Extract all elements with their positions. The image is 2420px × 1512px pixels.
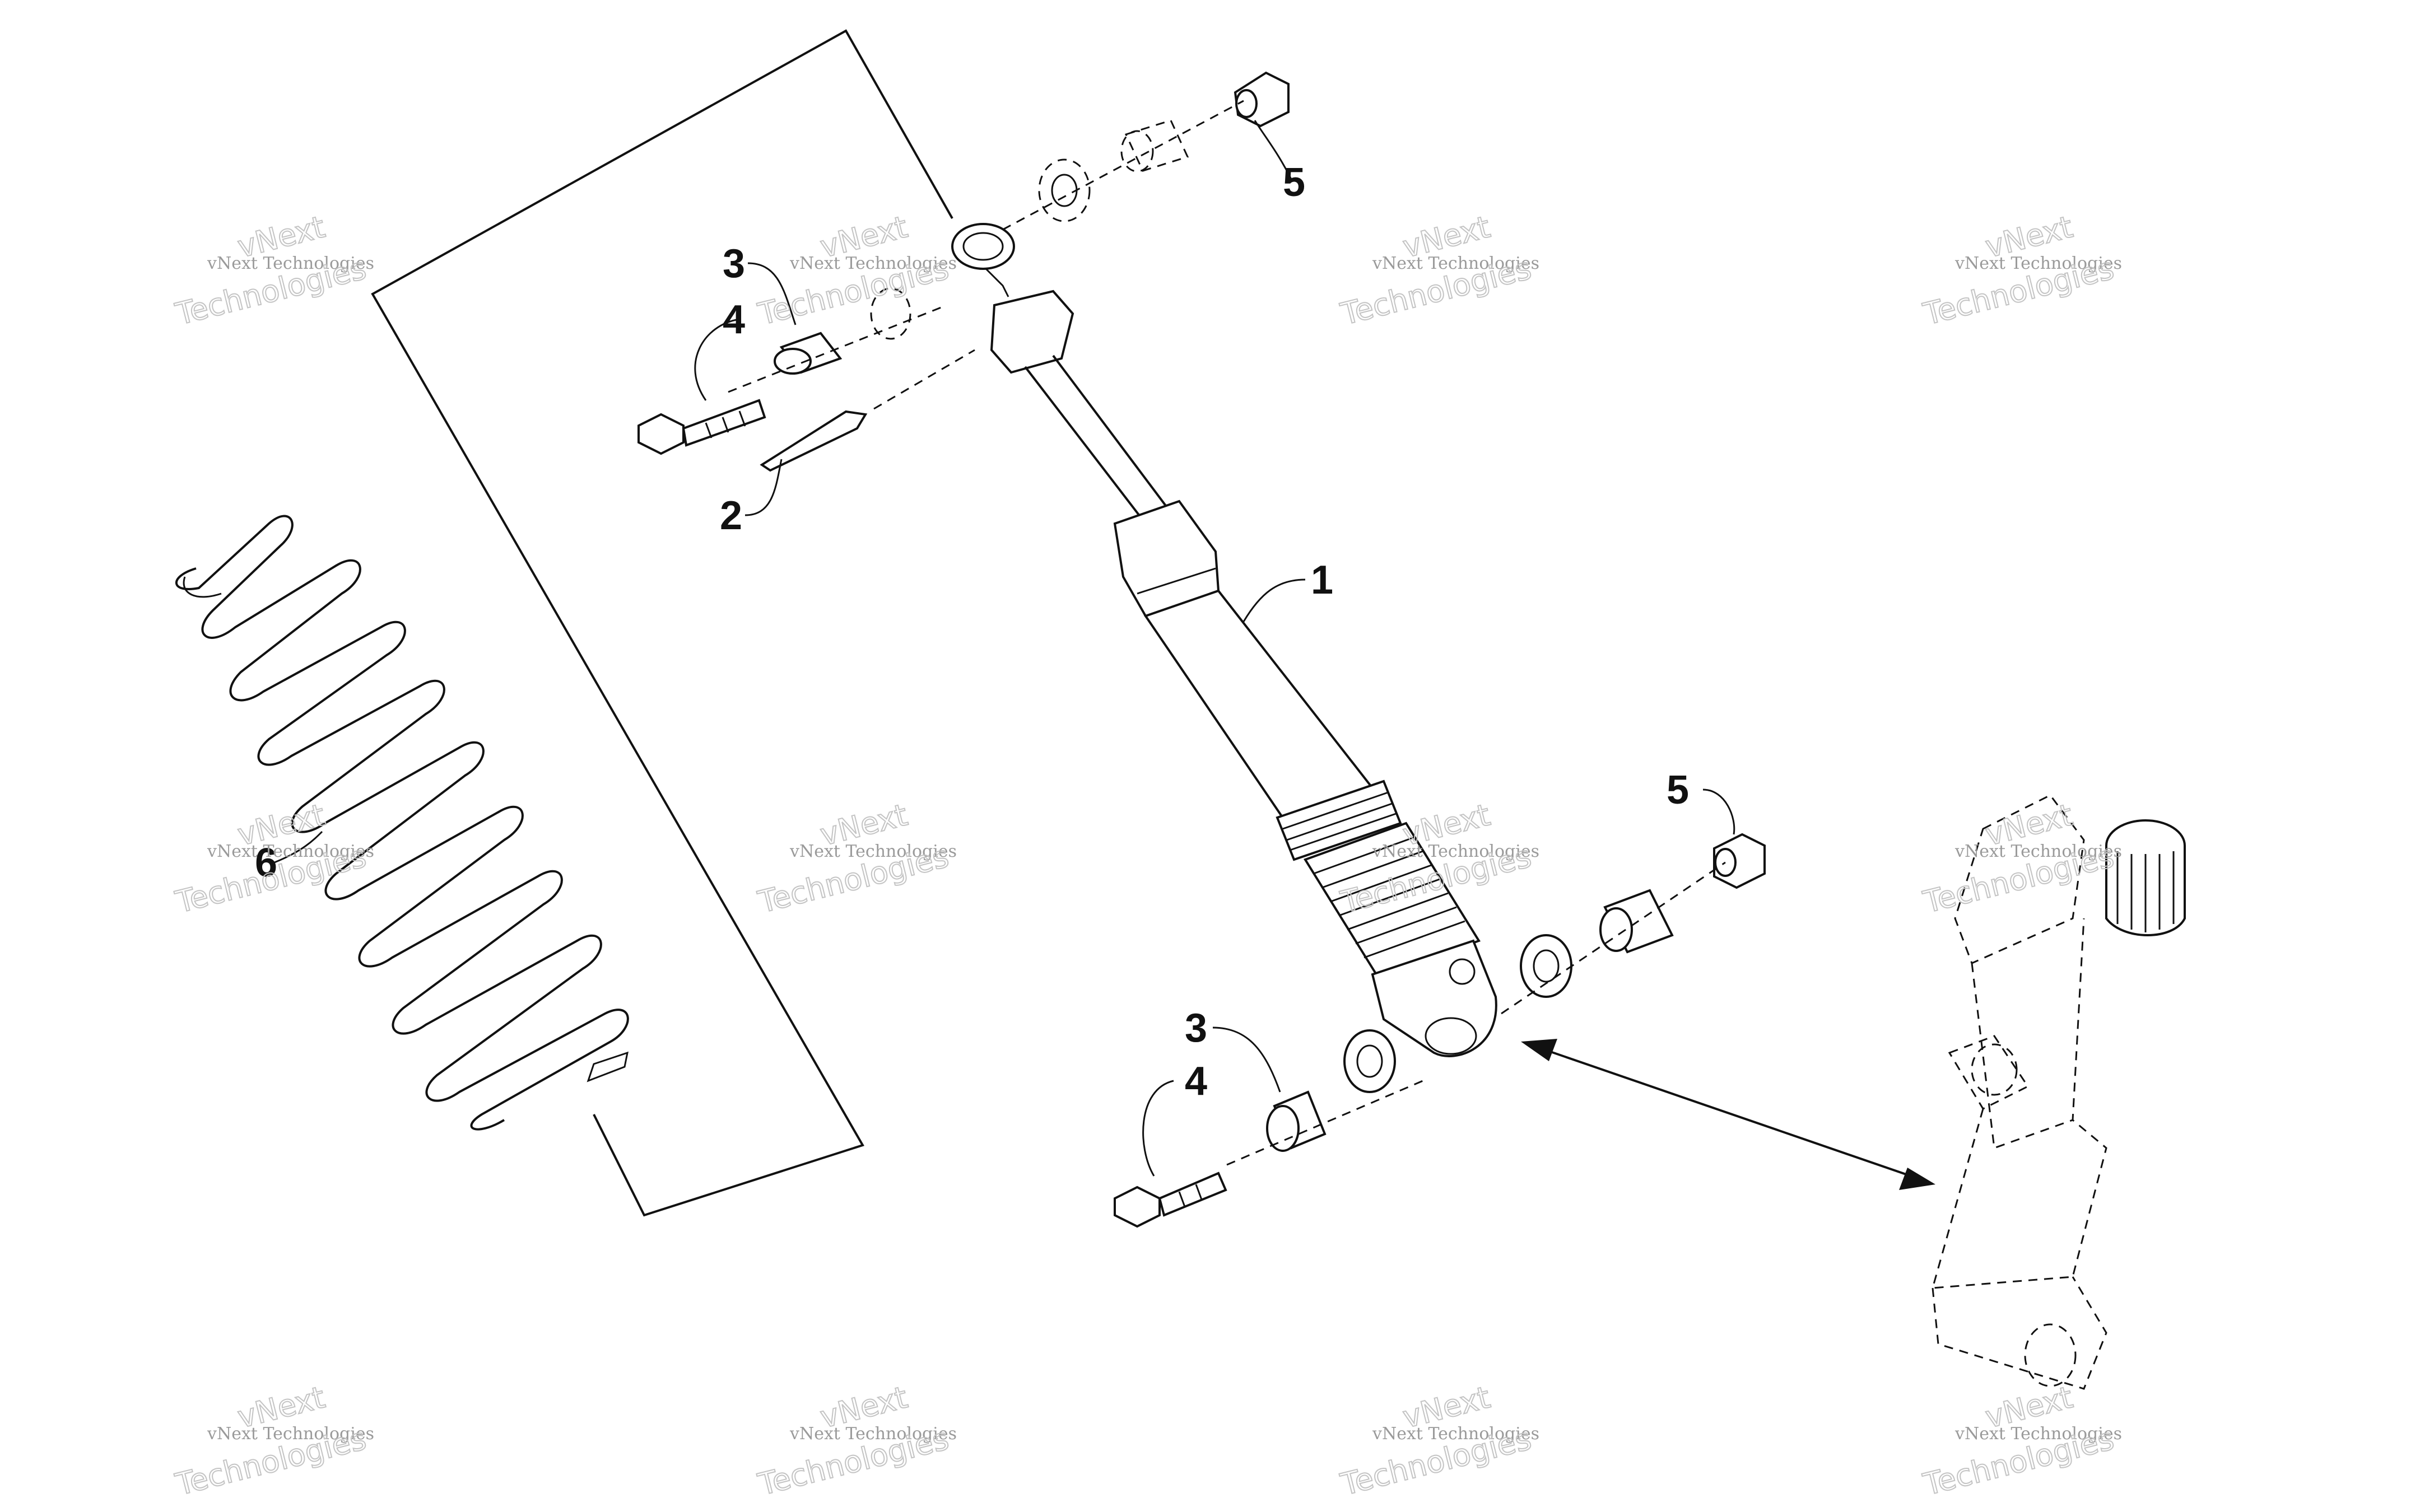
svg-text:vNext Technologies: vNext Technologies [1372, 254, 1539, 273]
spring-group-bracket [371, 29, 953, 1217]
watermark: vNext vNext Technologies Technologies [1919, 208, 2122, 333]
callout-bolt-upper: 4 [723, 297, 745, 342]
coil-spring [175, 515, 629, 1131]
callout-bushing-upper: 3 [723, 241, 745, 286]
svg-text:vNext Technologies: vNext Technologies [789, 254, 957, 273]
watermark: vNext vNext Technologies Technologies [1337, 208, 1539, 333]
svg-text:vNext Technologies: vNext Technologies [1372, 842, 1539, 861]
steering-knuckle [1931, 794, 2186, 1390]
svg-text:vNext Technologies: vNext Technologies [1372, 1424, 1539, 1444]
svg-text:vNext Technologies: vNext Technologies [789, 842, 957, 861]
watermark: vNext vNext Technologies Technologies [754, 796, 957, 921]
svg-text:vNext Technologies: vNext Technologies [207, 1424, 374, 1444]
callout-nut-lower: 5 [1667, 768, 1689, 813]
callout-shock-absorber: 1 [1311, 558, 1333, 603]
callout-nut-upper: 5 [1283, 160, 1305, 205]
shock-absorber [951, 223, 1497, 1057]
lower-bushing [1266, 1090, 1327, 1152]
watermark: vNext vNext Technologies Technologies [754, 1379, 957, 1503]
watermark: vNext vNext Technologies Technologies [754, 208, 957, 333]
watermark: vNext vNext Technologies Technologies [1919, 796, 2122, 921]
upper-bushing [774, 332, 843, 375]
callout-pin: 2 [720, 493, 742, 538]
watermark: vNext vNext Technologies Technologies [171, 1379, 374, 1503]
spline-hub [2105, 819, 2186, 936]
callout-bolt-lower: 4 [1185, 1059, 1207, 1104]
leader-lines [274, 120, 1735, 1177]
svg-text:vNext Technologies: vNext Technologies [207, 254, 374, 273]
mounting-arrow [1521, 1039, 1935, 1190]
collar-threads [1282, 791, 1397, 851]
lower-bolt [1114, 1172, 1227, 1228]
upper-washers [870, 119, 1189, 340]
svg-text:vNext Technologies: vNext Technologies [1954, 1424, 2122, 1444]
svg-text:vNext Technologies: vNext Technologies [1954, 842, 2122, 861]
svg-text:vNext Technologies: vNext Technologies [207, 842, 374, 861]
watermark: vNext vNext Technologies Technologies [171, 796, 374, 921]
watermark: vNext vNext Technologies Technologies [1337, 1379, 1539, 1503]
callout-spring: 6 [255, 841, 277, 885]
lower-nut [1713, 833, 1766, 889]
watermark: vNext vNext Technologies Technologies [171, 208, 374, 333]
upper-nut [1234, 71, 1290, 128]
callout-bushing-lower: 3 [1185, 1006, 1207, 1051]
svg-text:vNext Technologies: vNext Technologies [1954, 254, 2122, 273]
pin [760, 410, 868, 472]
svg-text:vNext Technologies: vNext Technologies [789, 1424, 957, 1444]
body-threads [1313, 836, 1465, 959]
upper-bolt [637, 399, 766, 455]
watermark: vNext vNext Technologies Technologies [1919, 1379, 2122, 1503]
